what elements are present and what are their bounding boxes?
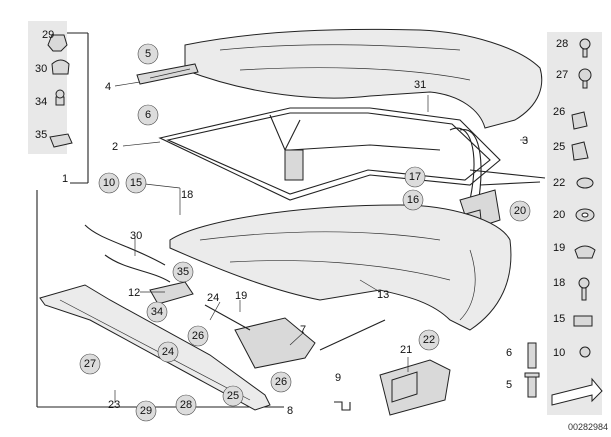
callout-19 <box>404 166 426 188</box>
label-33: 31 <box>414 79 426 91</box>
label-16: 18 <box>181 189 193 201</box>
svg-text:17: 17 <box>409 171 421 183</box>
labels: 29 30 34 35 1 4 2 3 18 30 12 24 19 13 7 … <box>35 29 568 417</box>
clip-9 <box>334 401 351 411</box>
label-17: 19 <box>235 290 247 302</box>
callout-26 <box>222 385 244 407</box>
label-18: 18 <box>553 277 565 289</box>
label-5: 5 <box>506 379 512 391</box>
svg-text:35: 35 <box>177 266 189 278</box>
label-4: 4 <box>105 81 111 93</box>
svg-text:20: 20 <box>514 205 526 217</box>
callout-27b <box>270 371 292 393</box>
label-24: 24 <box>207 292 219 304</box>
label-29: 29 <box>42 29 54 41</box>
callout-20 <box>509 200 531 222</box>
callout-35 <box>172 261 194 283</box>
label-28: 28 <box>556 38 568 50</box>
label-15: 15 <box>553 313 565 325</box>
label-21: 21 <box>400 344 412 356</box>
svg-text:5: 5 <box>145 48 151 60</box>
label-9: 9 <box>335 372 341 384</box>
callout-27a <box>187 325 209 347</box>
label-35: 35 <box>35 129 47 141</box>
label-25: 25 <box>553 141 565 153</box>
label-34: 34 <box>35 96 47 108</box>
soft-top <box>169 204 512 331</box>
label-8: 8 <box>287 405 293 417</box>
callout-29 <box>175 394 197 416</box>
callout-10 <box>98 172 120 194</box>
callout-6 <box>137 104 159 126</box>
svg-text:16: 16 <box>407 194 419 206</box>
rear-bow <box>39 284 271 411</box>
svg-text:10: 10 <box>103 177 115 189</box>
svg-text:26: 26 <box>275 376 287 388</box>
callout-22 <box>418 329 440 351</box>
label-30: 30 <box>35 63 47 75</box>
label-12: 12 <box>128 287 140 299</box>
diagram-id: 00282984 <box>568 422 608 432</box>
callout-30 <box>135 400 157 422</box>
label-20: 20 <box>553 209 565 221</box>
label-7: 7 <box>300 324 306 336</box>
svg-text:34: 34 <box>151 306 163 318</box>
label-10: 10 <box>553 347 565 359</box>
svg-text:22: 22 <box>423 334 435 346</box>
roof-frame <box>158 107 546 231</box>
right-parts-panel <box>547 32 602 415</box>
label-22: 22 <box>553 177 565 189</box>
label-27: 27 <box>556 69 568 81</box>
left-sidebar-parts <box>36 32 284 408</box>
svg-text:27: 27 <box>84 358 96 370</box>
right-fasteners <box>524 38 603 406</box>
label-1: 1 <box>62 173 68 185</box>
callout-25 <box>157 341 179 363</box>
callout-5 <box>137 43 159 65</box>
label-2: 2 <box>112 141 118 153</box>
trim-strip <box>136 63 199 85</box>
label-6: 6 <box>506 347 512 359</box>
svg-text:24: 24 <box>162 346 174 358</box>
svg-text:6: 6 <box>145 109 151 121</box>
svg-text:28: 28 <box>180 399 192 411</box>
latch-bracket <box>379 359 451 416</box>
circled-callouts: 5 6 10 15 35 34 26 24 27 26 25 29 28 22 … <box>79 43 531 422</box>
label-26: 26 <box>553 106 565 118</box>
headliner-panel <box>184 28 543 129</box>
label-3: 3 <box>522 135 528 147</box>
svg-text:25: 25 <box>227 390 239 402</box>
leader-lines <box>114 81 528 403</box>
svg-text:15: 15 <box>130 177 142 189</box>
callout-28 <box>79 353 101 375</box>
label-31: 30 <box>130 230 142 242</box>
label-19: 19 <box>553 242 565 254</box>
svg-text:26: 26 <box>192 330 204 342</box>
svg-text:29: 29 <box>140 405 152 417</box>
callout-34 <box>146 301 168 323</box>
label-23: 23 <box>108 399 120 411</box>
callout-15 <box>125 172 147 194</box>
callout-18 <box>402 189 424 211</box>
motor-cables <box>84 224 386 369</box>
label-13: 13 <box>377 289 389 301</box>
